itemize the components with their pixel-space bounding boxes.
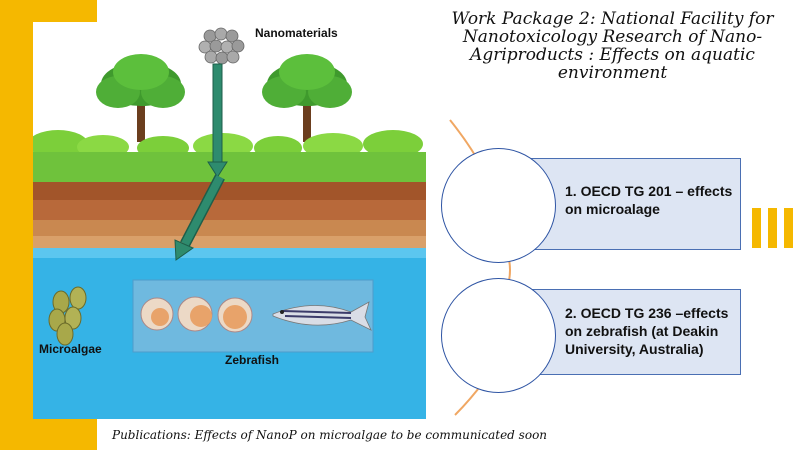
diagonal-arrow-icon bbox=[174, 174, 225, 261]
step-circle-1 bbox=[441, 148, 556, 263]
down-arrow-icon bbox=[207, 63, 228, 178]
tree-icon bbox=[96, 54, 185, 142]
zebrafish-icon bbox=[272, 301, 372, 331]
accent-stripe bbox=[784, 208, 793, 248]
accent-stripe bbox=[752, 208, 761, 248]
microalgae-icon bbox=[48, 286, 87, 346]
microalgae-label: Microalgae bbox=[39, 342, 102, 356]
grass-layer bbox=[33, 152, 426, 182]
step-text-2: 2. OECD TG 236 –effects on zebrafish (at… bbox=[565, 305, 729, 357]
step-box-2 bbox=[525, 289, 741, 375]
accent-stripe bbox=[768, 208, 777, 248]
zebrafish-embryo-icon bbox=[140, 297, 174, 331]
page-title: Work Package 2: National Facility for Na… bbox=[451, 9, 774, 83]
step-circle-2 bbox=[441, 278, 556, 393]
tree-icon bbox=[262, 54, 352, 142]
step-box-1 bbox=[525, 158, 741, 250]
illustration-panel: Nanomaterials Microalgae Zebrafish bbox=[33, 22, 426, 419]
step-text-1: 1. OECD TG 201 – effects on microalage bbox=[565, 183, 733, 217]
nanoparticles-icon bbox=[198, 27, 245, 65]
zebrafish-embryo-icon bbox=[217, 297, 253, 333]
footer-note: Publications: Effects of NanoP on microa… bbox=[112, 428, 548, 442]
zebrafish-label: Zebrafish bbox=[225, 353, 280, 367]
ecosystem-illustration bbox=[33, 22, 426, 419]
nanomaterials-label: Nanomaterials bbox=[255, 26, 338, 40]
soil-layer bbox=[33, 182, 426, 200]
zebrafish-embryo-icon bbox=[177, 296, 213, 332]
